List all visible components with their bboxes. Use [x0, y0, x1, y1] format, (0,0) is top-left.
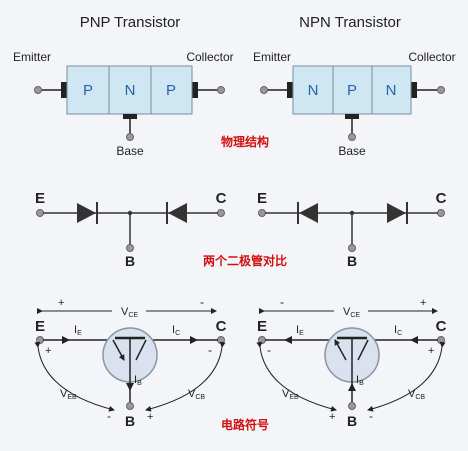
npn-title: NPN Transistor: [299, 14, 401, 31]
npn-layer-3-label: N: [386, 82, 397, 99]
npn-veb-label: VEB: [282, 388, 299, 401]
npn-structure: Emitter Collector N P N Base: [253, 50, 456, 158]
pnp-symbol-e-label: E: [35, 318, 45, 335]
pnp-vce-label: VCE: [121, 306, 138, 319]
npn-diode-left: [299, 203, 318, 223]
pnp-veb-label: VEB: [60, 388, 77, 401]
pnp-ie-label: IE: [74, 324, 82, 337]
pnp-base-label: Base: [116, 144, 144, 158]
pnp-circuit-symbol: + - VCE E C IE IC IB B + - - + VEB VCB: [34, 295, 227, 429]
npn-ib-label: IB: [356, 374, 364, 387]
pnp-ic-label: IC: [172, 324, 180, 337]
caption-structure: 物理结构: [221, 134, 269, 149]
pnp-title: PNP Transistor: [80, 14, 181, 31]
npn-diode-e-label: E: [257, 190, 267, 207]
svg-text:-: -: [200, 295, 204, 309]
pnp-collector-label: Collector: [186, 50, 233, 64]
pnp-ib-label: IB: [134, 374, 142, 387]
svg-text:+: +: [420, 297, 426, 309]
npn-diode-model: E C B: [257, 190, 447, 269]
pnp-layer-2-label: N: [125, 82, 136, 99]
pnp-layer-2: [108, 65, 152, 115]
pnp-layer-3: [150, 65, 193, 115]
pnp-diode-e-label: E: [35, 190, 45, 207]
npn-ie-label: IE: [296, 324, 304, 337]
npn-layer-2-label: P: [347, 82, 357, 99]
npn-vce-label: VCE: [343, 306, 360, 319]
npn-diode-c-label: C: [436, 190, 447, 207]
svg-text:+: +: [428, 345, 434, 357]
npn-layer-2: [332, 65, 373, 115]
npn-layer-1-label: N: [308, 82, 319, 99]
npn-symbol-c-label: C: [436, 318, 447, 335]
svg-text:-: -: [369, 409, 373, 423]
svg-text:+: +: [58, 297, 64, 309]
pnp-diode-b-label: B: [125, 253, 135, 269]
svg-text:+: +: [329, 411, 335, 423]
pnp-structure: Emitter Collector P N P Base: [13, 50, 234, 158]
svg-text:-: -: [280, 295, 284, 309]
caption-diodes: 两个二极管对比: [203, 253, 287, 268]
pnp-emitter-label: Emitter: [13, 50, 51, 64]
pnp-vcb-label: VCB: [188, 388, 205, 401]
npn-vcb-label: VCB: [408, 388, 425, 401]
npn-symbol-e-label: E: [257, 318, 267, 335]
pnp-layer-3-label: P: [166, 82, 176, 99]
npn-diode-b-label: B: [347, 253, 357, 269]
svg-text:+: +: [45, 345, 51, 357]
pnp-diode-left: [77, 203, 96, 223]
npn-emitter-label: Emitter: [253, 50, 291, 64]
pnp-diode-right: [168, 203, 187, 223]
svg-text:-: -: [267, 343, 271, 357]
npn-ic-label: IC: [394, 324, 402, 337]
pnp-layer-1: [66, 65, 110, 115]
svg-text:-: -: [208, 343, 212, 357]
npn-symbol-b-label: B: [347, 413, 357, 429]
caption-symbol: 电路符号: [221, 417, 269, 432]
pnp-layer-1-label: P: [83, 82, 93, 99]
npn-circuit-symbol: - + VCE E C IE IC IB B - + + - VEB VCB: [256, 295, 447, 429]
svg-text:-: -: [107, 409, 111, 423]
pnp-diode-c-label: C: [216, 190, 227, 207]
pnp-symbol-b-label: B: [125, 413, 135, 429]
svg-text:+: +: [147, 411, 153, 423]
npn-layer-3: [371, 65, 412, 115]
npn-diode-right: [387, 203, 406, 223]
npn-base-label: Base: [338, 144, 366, 158]
pnp-diode-model: E C B: [35, 190, 227, 269]
npn-collector-label: Collector: [408, 50, 455, 64]
pnp-symbol-c-label: C: [216, 318, 227, 335]
